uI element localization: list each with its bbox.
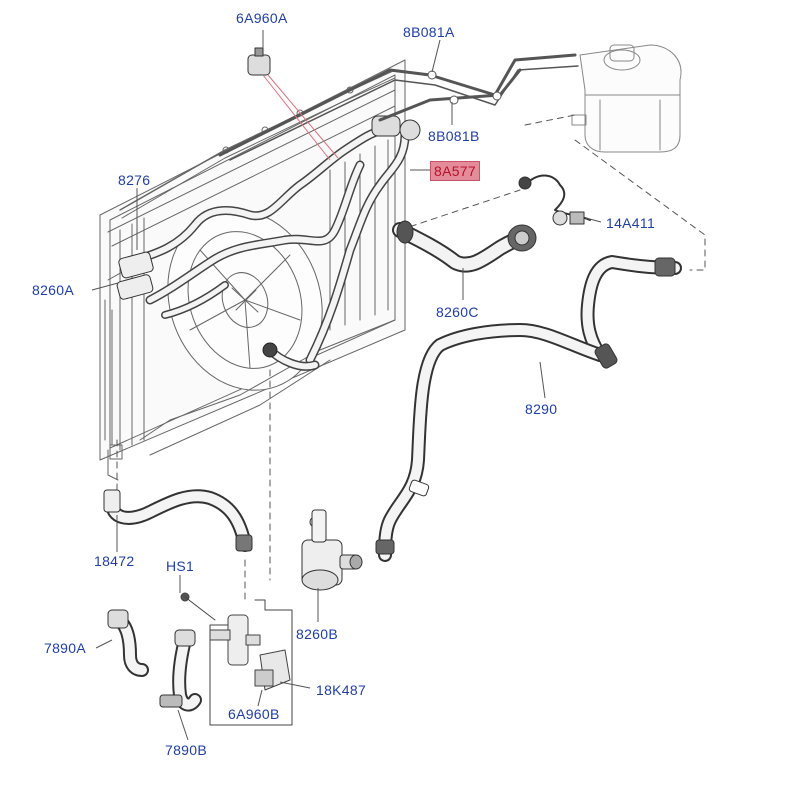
coolant-pipes-upper xyxy=(218,53,579,161)
part-label-8290[interactable]: 8290 xyxy=(525,401,558,417)
hose-8290 xyxy=(375,255,682,562)
part-label-6A960B[interactable]: 6A960B xyxy=(228,706,280,722)
part-label-8260A[interactable]: 8260A xyxy=(32,282,74,298)
hose-18472 xyxy=(103,489,253,552)
valve-assembly-18K487 xyxy=(180,592,293,726)
thermostat-8260B xyxy=(301,509,363,591)
part-label-14A411[interactable]: 14A411 xyxy=(606,215,656,231)
part-label-7890A[interactable]: 7890A xyxy=(44,640,86,656)
radiator-hoses xyxy=(116,115,421,371)
part-label-18K487[interactable]: 18K487 xyxy=(316,682,367,698)
part-label-8B081B[interactable]: 8B081B xyxy=(428,128,480,144)
part-label-18472[interactable]: 18472 xyxy=(94,553,135,569)
bracket-6A960A xyxy=(247,47,271,76)
leader-lines xyxy=(91,30,602,741)
hose-7890B xyxy=(159,629,202,712)
hose-7890A xyxy=(107,609,149,677)
part-label-8A577-highlighted[interactable]: 8A577 xyxy=(430,161,480,181)
expansion-tank xyxy=(571,44,682,153)
part-label-8276[interactable]: 8276 xyxy=(118,172,151,188)
part-label-8B081A[interactable]: 8B081A xyxy=(403,24,455,40)
sensor-14A411 xyxy=(518,174,591,226)
part-label-8260B[interactable]: 8260B xyxy=(296,626,338,642)
part-label-7890B[interactable]: 7890B xyxy=(165,742,207,758)
highlight-leader-lines xyxy=(262,74,339,161)
part-label-8260C[interactable]: 8260C xyxy=(436,304,479,320)
part-label-6A960A[interactable]: 6A960A xyxy=(236,10,288,26)
part-label-HS1[interactable]: HS1 xyxy=(166,558,195,574)
hose-8260C xyxy=(392,220,537,273)
